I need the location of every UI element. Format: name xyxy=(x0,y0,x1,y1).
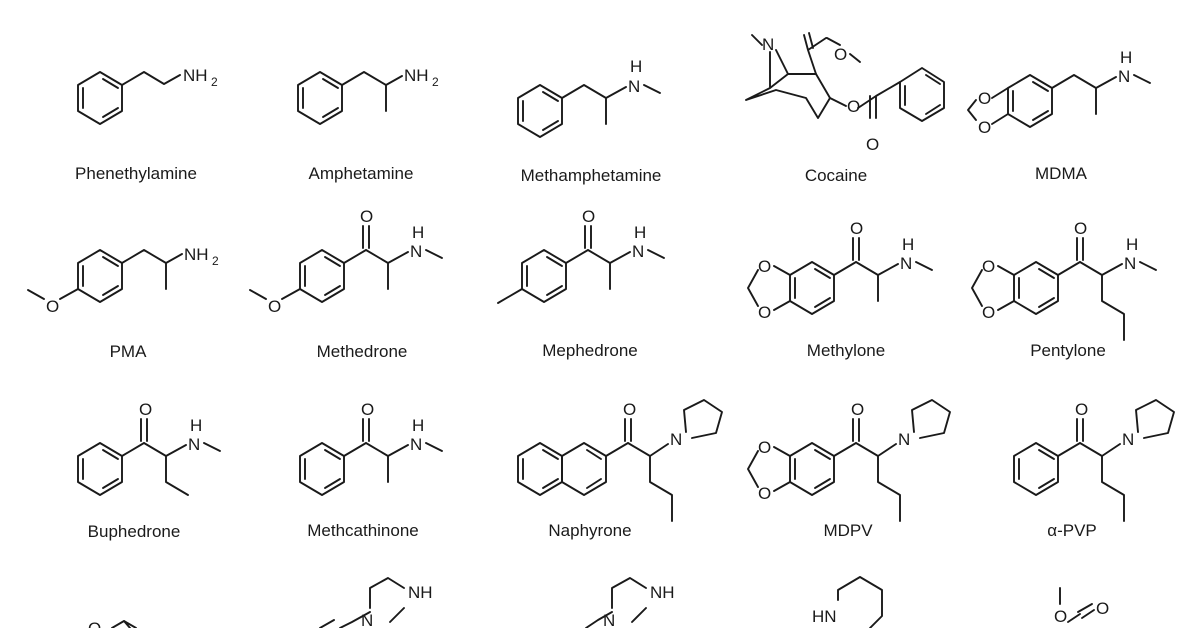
label-alpha-pvp: α-PVP xyxy=(1047,521,1097,540)
atom-n: N xyxy=(898,430,910,449)
atom-o: O xyxy=(850,219,863,238)
atom-nh: NH xyxy=(650,583,675,602)
label-mdma: MDMA xyxy=(1035,164,1088,183)
label-phenethylamine: Phenethylamine xyxy=(75,164,197,183)
atom-o: O xyxy=(1075,400,1088,419)
label-methcathinone: Methcathinone xyxy=(307,521,419,540)
label-mdpv: MDPV xyxy=(823,521,873,540)
structure-mephedrone: O N H xyxy=(497,207,665,304)
atom-o: O xyxy=(758,484,771,503)
structure-cocaine: N O O O xyxy=(745,32,945,154)
atom-h: H xyxy=(190,416,202,435)
atom-o: O xyxy=(834,45,847,64)
atom-o: O xyxy=(847,97,860,116)
structure-partial-2: N NH xyxy=(319,577,433,628)
label-methylone: Methylone xyxy=(807,341,885,360)
atom-o: O xyxy=(978,89,991,108)
label-pentylone: Pentylone xyxy=(1030,341,1106,360)
label-methedrone: Methedrone xyxy=(317,342,408,361)
atom-o: O xyxy=(758,438,771,457)
label-pma: PMA xyxy=(110,342,148,361)
atom-n: N xyxy=(628,77,640,96)
atom-n: N xyxy=(188,435,200,454)
atom-n: N xyxy=(410,242,422,261)
atom-o: O xyxy=(139,400,152,419)
structure-methcathinone: O N H xyxy=(299,400,443,496)
structure-amphetamine: NH 2 xyxy=(297,66,439,125)
structure-mdma: O O N H xyxy=(967,48,1151,137)
atom-o: O xyxy=(268,297,281,316)
structure-pentylone: O O O N H xyxy=(971,219,1157,341)
atom-n: N xyxy=(762,35,774,54)
atom-nh: NH xyxy=(408,583,433,602)
atom-n: N xyxy=(1122,430,1134,449)
atom-o: O xyxy=(360,207,373,226)
atom-subscript: 2 xyxy=(212,254,219,268)
structure-mdpv: O O O N xyxy=(747,399,951,522)
structure-buphedrone: O N H xyxy=(77,400,221,496)
atom-o: O xyxy=(582,207,595,226)
atom-o: O xyxy=(623,400,636,419)
atom-o: O xyxy=(982,257,995,276)
structure-methamphetamine: N H xyxy=(517,57,661,138)
atom-n: NH xyxy=(184,245,209,264)
label-cocaine: Cocaine xyxy=(805,166,867,185)
atom-n: N xyxy=(1124,254,1136,273)
atom-h: H xyxy=(902,235,914,254)
structure-phenethylamine: NH 2 xyxy=(77,66,218,125)
atom-h: H xyxy=(1126,235,1138,254)
structure-naphyrone: O N xyxy=(517,399,723,522)
structure-pma: O NH 2 xyxy=(27,245,219,316)
structure-partial-3: N NH xyxy=(585,577,675,628)
atom-h: H xyxy=(630,57,642,76)
atom-o: O xyxy=(361,400,374,419)
label-amphetamine: Amphetamine xyxy=(309,164,414,183)
structure-partial-4: HN xyxy=(812,576,883,628)
label-buphedrone: Buphedrone xyxy=(88,522,181,541)
atom-h: H xyxy=(412,416,424,435)
atom-h: H xyxy=(1120,48,1132,67)
structure-methylone: O O O N H xyxy=(747,219,933,322)
atom-o: O xyxy=(758,257,771,276)
atom-o: O xyxy=(88,619,101,628)
atom-n: N xyxy=(603,611,615,628)
atom-n: N xyxy=(632,242,644,261)
structure-partial-1: O xyxy=(88,619,137,628)
atom-n: N xyxy=(670,430,682,449)
label-mephedrone: Mephedrone xyxy=(542,341,637,360)
atom-h: H xyxy=(412,223,424,242)
atom-n: N xyxy=(900,254,912,273)
atom-n: NH xyxy=(183,66,208,85)
atom-n: NH xyxy=(404,66,429,85)
atom-o: O xyxy=(758,303,771,322)
atom-subscript: 2 xyxy=(211,75,218,89)
atom-o: O xyxy=(46,297,59,316)
atom-h: H xyxy=(634,223,646,242)
atom-hn: HN xyxy=(812,607,837,626)
atom-o: O xyxy=(982,303,995,322)
atom-o: O xyxy=(1096,599,1109,618)
atom-o: O xyxy=(866,135,879,154)
label-naphyrone: Naphyrone xyxy=(548,521,631,540)
atom-subscript: 2 xyxy=(432,75,439,89)
structure-methedrone: O O N H xyxy=(249,207,443,316)
structure-partial-5: O O xyxy=(1054,587,1109,626)
atom-o: O xyxy=(851,400,864,419)
atom-n: N xyxy=(361,611,373,628)
label-methamphetamine: Methamphetamine xyxy=(521,166,662,185)
atom-o: O xyxy=(978,118,991,137)
atom-n: N xyxy=(410,435,422,454)
structure-alpha-pvp: O N xyxy=(1013,399,1175,522)
atom-o: O xyxy=(1074,219,1087,238)
atom-o: O xyxy=(1054,607,1067,626)
atom-n: N xyxy=(1118,67,1130,86)
